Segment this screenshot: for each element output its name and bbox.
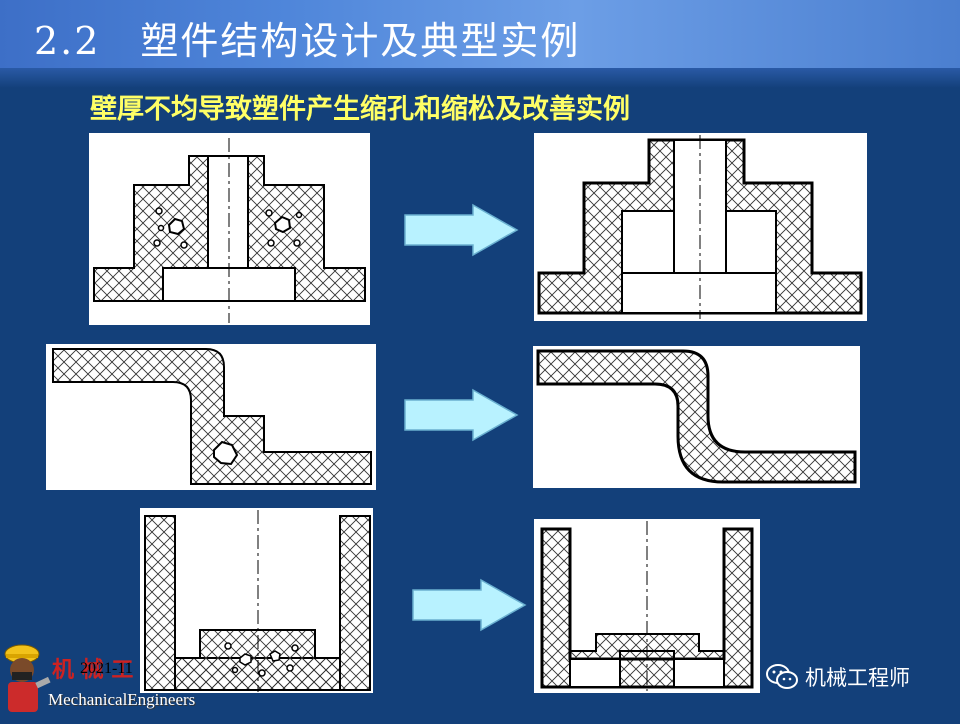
right-arrow-icon <box>412 578 527 632</box>
figure-boss-after <box>534 133 867 321</box>
slide-title: 2.2 塑件结构设计及典型实例 <box>34 19 581 63</box>
figure-cup-after <box>534 519 760 693</box>
figure-cup-before <box>140 508 373 693</box>
watermark-text: 机械工程师 <box>805 666 910 690</box>
footer-logo <box>0 640 215 720</box>
figure-bend-before <box>46 344 376 490</box>
logo-chinese-text: 机 械 工 <box>52 657 134 683</box>
slide-subtitle: 壁厚不均导致塑件产生缩孔和缩松及改善实例 <box>90 94 630 125</box>
wechat-icon <box>766 664 798 689</box>
footer-date: 2021-11 <box>80 660 133 677</box>
figure-boss-before <box>89 133 370 325</box>
figure-bend-after <box>533 346 860 488</box>
logo-english-text: MechanicalEngineers <box>48 690 196 709</box>
title-band-shadow <box>0 68 960 88</box>
engineer-mascot-icon <box>4 644 51 712</box>
watermark: 机械工程师 <box>765 663 910 691</box>
right-arrow-icon <box>404 203 519 257</box>
right-arrow-icon <box>404 388 519 442</box>
title-band <box>0 0 960 68</box>
